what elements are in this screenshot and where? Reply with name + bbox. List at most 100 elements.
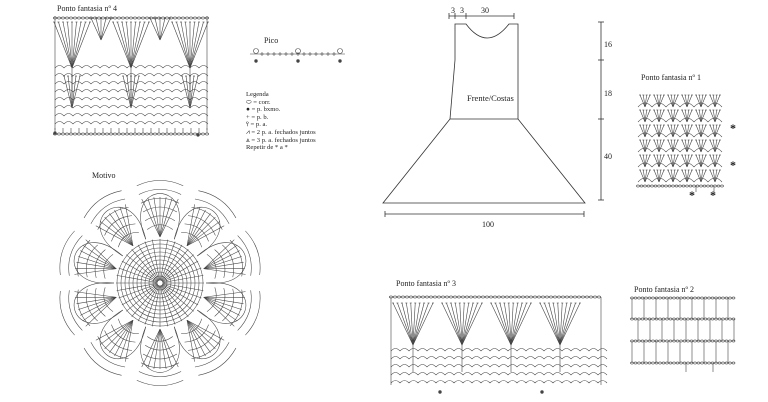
chain-stitch xyxy=(716,184,721,188)
radial-stitch xyxy=(137,244,159,281)
slip-stitch xyxy=(438,390,442,394)
chain-arc xyxy=(679,102,695,108)
radial-stitch xyxy=(121,284,158,306)
chain-arc xyxy=(498,380,509,384)
chain-stitch xyxy=(647,296,652,300)
dc-stitch xyxy=(658,124,661,138)
chain-arc xyxy=(72,121,83,125)
petal-arc xyxy=(83,347,122,376)
chain-stitch xyxy=(525,295,529,299)
pico-chart xyxy=(250,48,345,63)
chain-stitch xyxy=(639,184,644,188)
chain-arc xyxy=(189,73,200,77)
dc-stitch xyxy=(699,109,702,123)
chain-arc xyxy=(399,356,410,360)
chain-arc xyxy=(399,364,410,368)
chain-arc xyxy=(543,372,554,376)
radial-stitch xyxy=(162,260,199,282)
chain-stitch xyxy=(640,361,645,365)
chain-arc xyxy=(144,81,155,85)
chain-stitch xyxy=(153,132,157,136)
chain-arc xyxy=(135,65,146,69)
chain-arc xyxy=(707,147,723,153)
dc-stitch xyxy=(130,21,145,69)
fan-stitch xyxy=(78,296,117,310)
chain-arc xyxy=(126,121,137,125)
dc-stitch xyxy=(714,124,721,138)
chain-stitch xyxy=(692,184,696,188)
dim-side-18: 18 xyxy=(604,89,612,98)
dc-stitch xyxy=(686,154,689,168)
fan-stitch xyxy=(203,291,246,298)
chain-arc xyxy=(99,113,110,117)
radial-stitch xyxy=(160,239,168,281)
dc-stitch xyxy=(672,94,679,108)
chain-stitch xyxy=(81,16,85,20)
chain-arc xyxy=(453,372,464,376)
dc-stitch xyxy=(699,139,702,153)
dc-stitch xyxy=(644,154,647,168)
dc-stitch xyxy=(185,75,191,109)
petal-arc xyxy=(68,235,83,276)
dc-stitch xyxy=(441,302,463,346)
dc-stitch xyxy=(699,124,702,138)
fan-stitch xyxy=(186,213,211,246)
ponto1-title: Ponto fantasia nº 1 xyxy=(641,73,702,82)
chain-stitch xyxy=(65,132,69,136)
chain-stitch xyxy=(89,16,93,20)
chain-arc xyxy=(180,73,191,77)
fan-stitch xyxy=(114,209,134,246)
chain-arc xyxy=(135,113,146,117)
fan-stitch xyxy=(186,319,221,345)
chain-arc xyxy=(665,147,681,153)
chain-arc xyxy=(117,121,128,125)
chain-stitch xyxy=(129,132,133,136)
ponto4-title: Ponto fantasia nº 4 xyxy=(57,4,118,13)
chain-arc xyxy=(579,356,590,360)
radial-stitch xyxy=(162,283,202,299)
chain-stitch xyxy=(696,339,701,343)
chain-stitch xyxy=(675,361,680,365)
chain-arc xyxy=(117,73,128,77)
fan-stitch xyxy=(186,320,211,353)
chain-arc xyxy=(180,105,191,109)
dc-stitch xyxy=(639,109,646,123)
dc-stitch xyxy=(95,17,102,41)
chain-arc xyxy=(198,97,209,101)
chain-arc xyxy=(54,113,65,117)
chain-arc xyxy=(126,89,137,93)
chain-stitch xyxy=(409,295,413,299)
dc-stitch xyxy=(686,109,693,123)
petal-outline xyxy=(140,326,180,373)
chain-stitch xyxy=(185,16,189,20)
chain-arc xyxy=(162,105,173,109)
slip-stitch xyxy=(338,59,342,63)
chain-arc xyxy=(399,348,410,352)
dc-stitch xyxy=(71,75,81,109)
chain-arc xyxy=(72,81,83,85)
dc-stitch xyxy=(495,302,512,346)
chain-arc xyxy=(693,117,709,123)
dc-stitch xyxy=(713,94,716,108)
chain-arc xyxy=(99,65,110,69)
chain-arc xyxy=(462,364,473,368)
chain-stitch xyxy=(640,317,645,321)
chain-stitch xyxy=(505,295,509,299)
chain-arc xyxy=(507,372,518,376)
chain-arc xyxy=(81,65,92,69)
chain-stitch xyxy=(650,184,654,188)
dc-stitch xyxy=(644,154,651,168)
chain-arc xyxy=(651,132,667,138)
chain-arc xyxy=(144,65,155,69)
chain-stitch xyxy=(437,295,441,299)
chain-stitch xyxy=(81,132,85,136)
chain-arc xyxy=(99,97,110,101)
fan-stitch xyxy=(186,320,216,349)
chain-stitch xyxy=(57,16,61,20)
chain-arc xyxy=(153,121,164,125)
dc-stitch xyxy=(461,302,474,346)
chain-stitch xyxy=(65,16,69,20)
chain-stitch xyxy=(651,317,655,321)
chain-stitch xyxy=(501,295,505,299)
dc-stitch xyxy=(159,17,166,41)
